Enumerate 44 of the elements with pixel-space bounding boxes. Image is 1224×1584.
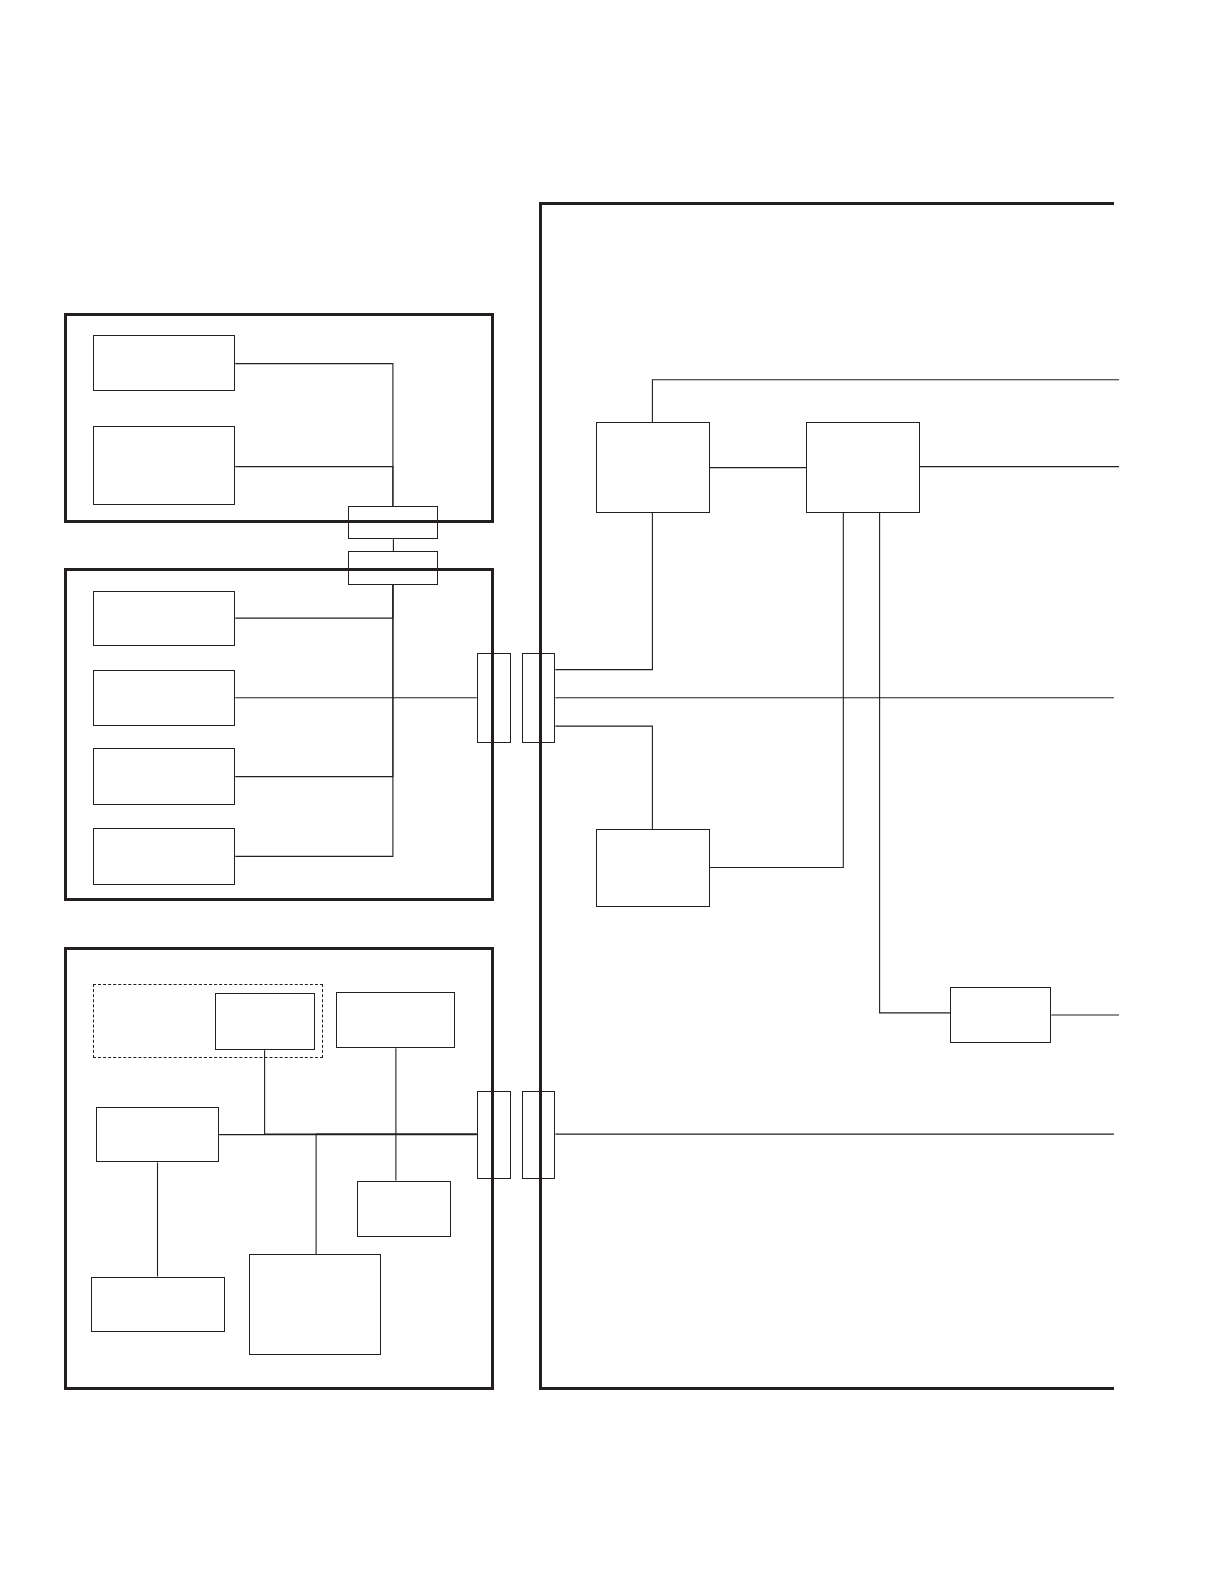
panel-frame bbox=[63, 947, 494, 1390]
connection-line bbox=[234, 697, 478, 699]
block-box bbox=[92, 590, 236, 647]
connection-line bbox=[709, 512, 844, 869]
connection-line bbox=[554, 512, 653, 671]
panel-frame bbox=[63, 567, 494, 901]
connection-line bbox=[651, 379, 1120, 423]
block-box bbox=[92, 828, 236, 885]
connection-line bbox=[234, 584, 394, 857]
dashed-group-box bbox=[92, 983, 324, 1059]
block-box bbox=[336, 991, 456, 1049]
connector-block bbox=[476, 653, 511, 744]
connector-block bbox=[522, 1090, 556, 1179]
connection-line bbox=[392, 538, 394, 552]
block-box bbox=[357, 1180, 452, 1238]
connection-line bbox=[156, 1161, 159, 1278]
block-box bbox=[92, 669, 236, 727]
connection-line bbox=[919, 466, 1120, 468]
connection-line bbox=[554, 1133, 1115, 1135]
block-box bbox=[595, 422, 710, 513]
block-box bbox=[92, 748, 236, 805]
connection-line bbox=[395, 1047, 397, 1182]
panel-frame bbox=[539, 201, 1114, 1390]
connection-line bbox=[1050, 1014, 1120, 1016]
connection-line bbox=[879, 512, 951, 1014]
block-box bbox=[950, 986, 1052, 1044]
connector-block bbox=[522, 653, 556, 744]
block-box bbox=[214, 993, 315, 1050]
block-box bbox=[805, 422, 920, 513]
connector-block bbox=[476, 1090, 511, 1179]
block-box bbox=[249, 1254, 381, 1356]
connector-block bbox=[348, 505, 439, 540]
block-box bbox=[90, 1276, 226, 1333]
block-box bbox=[92, 335, 236, 391]
panel-frame bbox=[63, 313, 494, 524]
block-box bbox=[95, 1106, 220, 1163]
block-box bbox=[595, 829, 710, 907]
connection-line bbox=[315, 1133, 478, 1255]
connection-line bbox=[554, 697, 1115, 699]
block-box bbox=[92, 426, 236, 505]
connection-line bbox=[554, 725, 653, 830]
connector-block bbox=[348, 551, 439, 585]
connection-line bbox=[234, 466, 394, 507]
connection-line bbox=[709, 467, 807, 469]
